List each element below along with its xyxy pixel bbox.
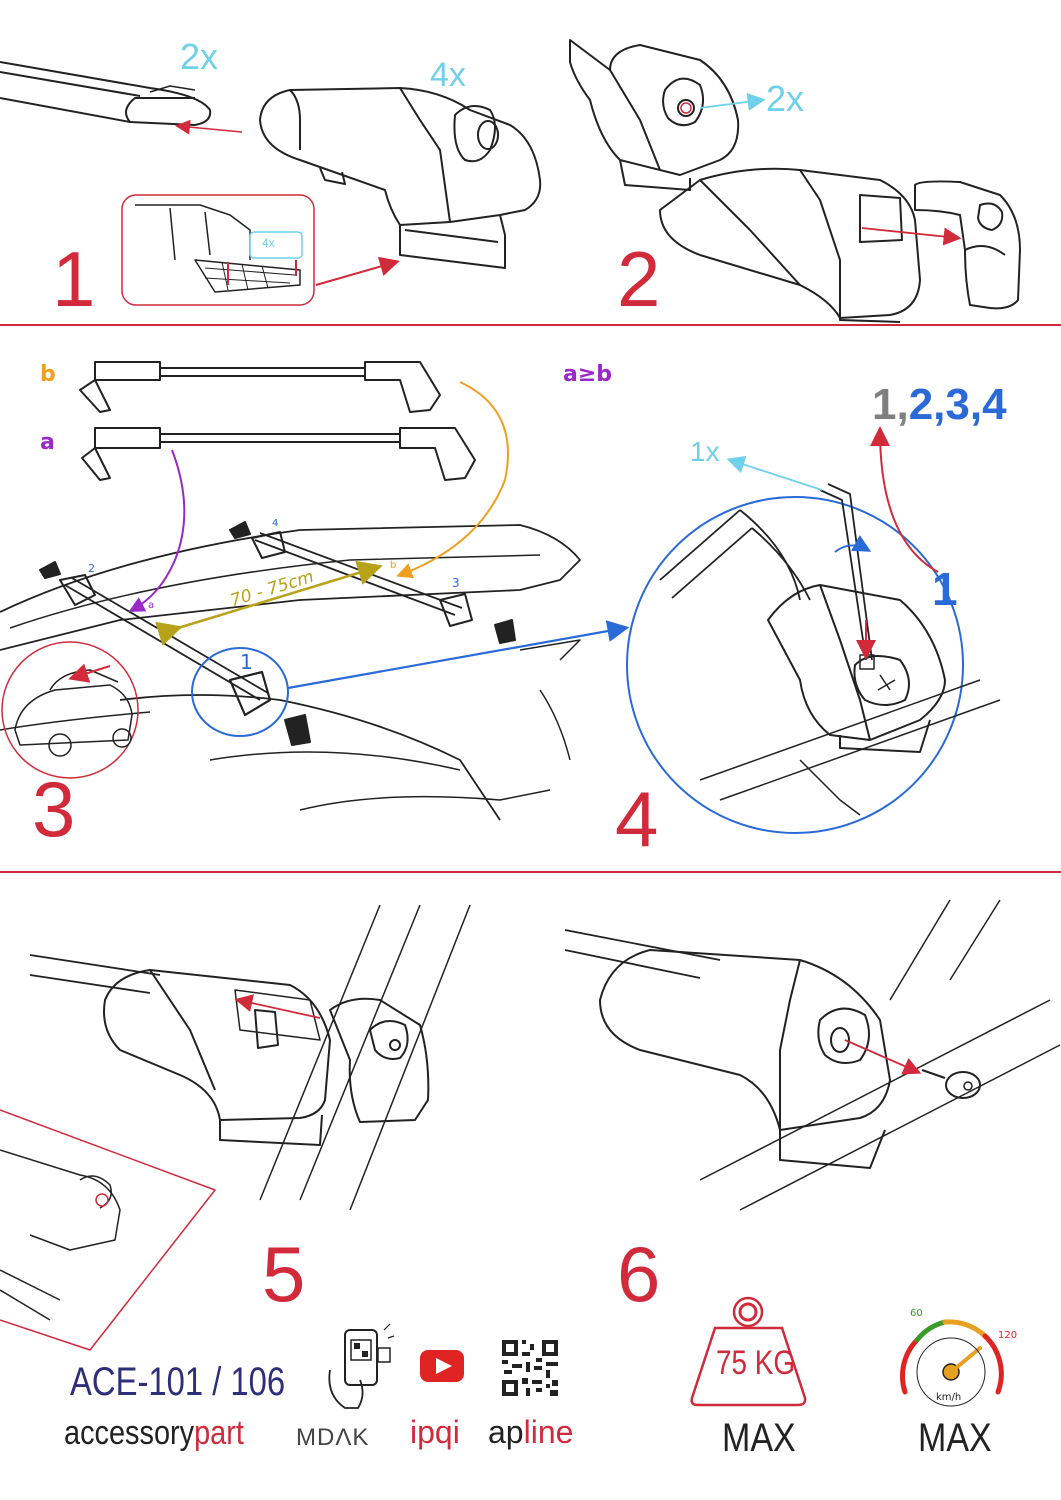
position-1-label: 1	[240, 650, 253, 674]
step-number-3: 3	[32, 765, 76, 853]
label-a: a	[40, 430, 55, 455]
step1-drawing	[0, 61, 542, 306]
step-number-2: 2	[617, 235, 661, 323]
mark-a: a	[148, 600, 155, 611]
speed-low-tick: 60	[910, 1308, 923, 1319]
position-4-label: 4	[272, 518, 279, 529]
tool-quantity: 1x	[690, 436, 720, 467]
step-number-6: 6	[617, 1230, 661, 1318]
cap-quantity: 2x	[766, 78, 805, 119]
step2-drawing	[569, 39, 1021, 323]
speed-high-tick: 120	[998, 1330, 1018, 1341]
foot-quantity: 4x	[430, 56, 466, 94]
brand-apline: apline	[488, 1414, 574, 1450]
relation-label: a≥b	[563, 362, 613, 387]
step-number-1: 1	[52, 235, 96, 323]
pad-quantity: 4x	[262, 236, 275, 250]
step-number-4: 4	[615, 775, 659, 863]
bar-quantity: 2x	[180, 36, 219, 77]
step4-drawing	[626, 426, 1001, 834]
brand-ipqi: ipqi	[410, 1414, 460, 1450]
brand-mdak: MDΛK	[296, 1424, 370, 1451]
key-icon	[945, 1071, 981, 1099]
step3-drawing	[0, 361, 630, 821]
step-number-5: 5	[262, 1230, 306, 1318]
mark-b: b	[390, 560, 397, 571]
max-weight-value: 75 KG	[716, 1344, 796, 1382]
speedometer-icon	[899, 1319, 1004, 1407]
qr-code-icon	[502, 1340, 558, 1396]
brand-accessorypart: accessorypart	[64, 1414, 244, 1452]
step5-drawing	[0, 904, 471, 1351]
model-number: ACE-101 / 106	[70, 1360, 286, 1404]
phone-qr-scan-icon	[328, 1323, 395, 1409]
youtube-play-icon	[420, 1350, 464, 1382]
install-order: 1,2,3,4	[872, 380, 1007, 429]
max-weight-label: MAX	[722, 1416, 796, 1460]
first-position: 1	[932, 563, 958, 615]
label-b: b	[40, 362, 56, 387]
step6-drawing	[564, 899, 1061, 1211]
position-2-label: 2	[88, 562, 95, 575]
weight-icon	[690, 1296, 807, 1407]
position-3-label: 3	[452, 576, 460, 590]
max-speed-label: MAX	[918, 1416, 992, 1460]
speed-unit: km/h	[936, 1392, 962, 1403]
